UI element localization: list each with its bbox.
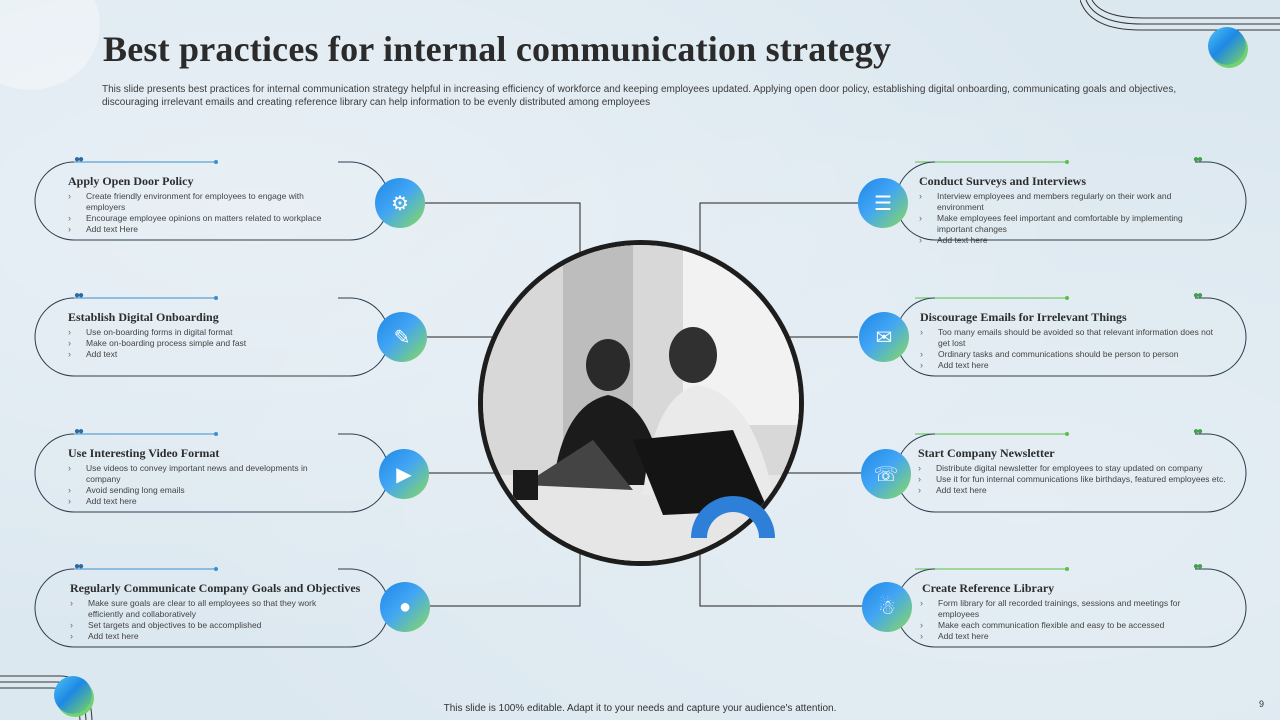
bullet-item: Add text here <box>70 631 345 642</box>
bullet-list: Interview employees and members regularl… <box>919 191 1219 246</box>
card-outline <box>895 296 1247 377</box>
bullet-item: Too many emails should be avoided so tha… <box>920 327 1220 349</box>
bullet-item: Add text here <box>68 496 338 507</box>
bullet-list: Use on-boarding forms in digital format … <box>68 327 338 360</box>
card-title: Apply Open Door Policy <box>68 174 194 188</box>
bullet-list: Form library for all recorded trainings,… <box>920 598 1220 642</box>
blue-arc-decoration <box>691 496 775 538</box>
page-subtitle: This slide presents best practices for i… <box>102 84 1177 108</box>
email-icon: ✉ <box>859 312 909 362</box>
card-title: Regularly Communicate Company Goals and … <box>70 581 361 595</box>
dots-marker: ●● <box>74 154 84 165</box>
team-goals-icon: ● <box>380 582 430 632</box>
practice-card-emails: ●● Discourage Emails for Irrelevant Thin… <box>855 290 1247 378</box>
policy-icon: ⚙ <box>375 178 425 228</box>
bullet-item: Use videos to convey important news and … <box>68 463 338 485</box>
card-title: Establish Digital Onboarding <box>68 310 219 324</box>
decorative-orb <box>54 676 92 714</box>
bullet-item: Encourage employee opinions on matters r… <box>68 213 338 224</box>
bullet-item: Add text here <box>920 360 1220 371</box>
center-photo-frame <box>478 240 804 566</box>
bullet-item: Make employees feel important and comfor… <box>919 213 1219 235</box>
page-title: Best practices for internal communicatio… <box>103 29 892 69</box>
practice-card-surveys: ●● Conduct Surveys and Interviews Interv… <box>855 154 1247 246</box>
practice-card-newsletter: ●● Start Company Newsletter Distribute d… <box>855 426 1247 514</box>
library-icon: ☃ <box>862 582 912 632</box>
bullet-item: Make sure goals are clear to all employe… <box>70 598 345 620</box>
practice-card-digital-onboarding: ●● Establish Digital Onboarding Use on-b… <box>34 290 430 378</box>
team-meeting-photo <box>483 245 799 561</box>
card-title: Conduct Surveys and Interviews <box>919 174 1087 188</box>
bullet-item: Add text here <box>919 235 1219 246</box>
dots-marker: ●● <box>1193 290 1203 301</box>
bullet-item: Add text here <box>918 485 1233 496</box>
card-outline <box>34 160 390 241</box>
card-title: Create Reference Library <box>922 581 1055 595</box>
newsletter-icon: ☏ <box>861 449 911 499</box>
dots-marker: ●● <box>1193 561 1203 572</box>
corner-line-decoration <box>1080 0 1280 31</box>
card-outline <box>34 567 390 648</box>
practice-card-reference-library: ●● Create Reference Library Form library… <box>855 561 1247 649</box>
bullet-item: Distribute digital newsletter for employ… <box>918 463 1233 474</box>
bullet-item: Ordinary tasks and communications should… <box>920 349 1220 360</box>
dots-marker: ●● <box>74 561 84 572</box>
dots-marker: ●● <box>1193 154 1203 165</box>
card-title: Start Company Newsletter <box>918 446 1055 460</box>
bullet-list: Make sure goals are clear to all employe… <box>70 598 345 642</box>
bullet-list: Distribute digital newsletter for employ… <box>918 463 1233 496</box>
dots-marker: ●● <box>74 290 84 301</box>
bullet-item: Create friendly environment for employee… <box>68 191 338 213</box>
bullet-list: Too many emails should be avoided so tha… <box>920 327 1220 371</box>
bullet-list: Create friendly environment for employee… <box>68 191 338 235</box>
dots-marker: ●● <box>74 426 84 437</box>
bullet-list: Use videos to convey important news and … <box>68 463 338 507</box>
decorative-orb <box>1208 27 1246 65</box>
dots-marker: ●● <box>1193 426 1203 437</box>
bullet-item: Add text <box>68 349 338 360</box>
bullet-item: Use on-boarding forms in digital format <box>68 327 338 338</box>
onboarding-icon: ✎ <box>377 312 427 362</box>
video-icon: ▶ <box>379 449 429 499</box>
survey-icon: ☰ <box>858 178 908 228</box>
bullet-item: Add text here <box>920 631 1220 642</box>
card-outline <box>34 432 390 513</box>
page-number: 9 <box>1258 699 1264 709</box>
bullet-item: Use it for fun internal communications l… <box>918 474 1233 485</box>
card-title: Use Interesting Video Format <box>68 446 220 460</box>
bullet-item: Make each communication flexible and eas… <box>920 620 1220 631</box>
bullet-item: Avoid sending long emails <box>68 485 338 496</box>
bullet-item: Make on-boarding process simple and fast <box>68 338 338 349</box>
bullet-item: Form library for all recorded trainings,… <box>920 598 1220 620</box>
practice-card-video-format: ●● Use Interesting Video Format Use vide… <box>34 426 430 514</box>
bullet-item: Interview employees and members regularl… <box>919 191 1219 213</box>
practice-card-open-door: ●● Apply Open Door Policy Create friendl… <box>34 154 430 242</box>
card-outline <box>34 296 390 377</box>
footer-note: This slide is 100% editable. Adapt it to… <box>443 703 837 714</box>
practice-card-goals-objectives: ●● Regularly Communicate Company Goals a… <box>34 561 430 649</box>
card-title: Discourage Emails for Irrelevant Things <box>920 310 1127 324</box>
bullet-item: Set targets and objectives to be accompl… <box>70 620 345 631</box>
bullet-item: Add text Here <box>68 224 338 235</box>
